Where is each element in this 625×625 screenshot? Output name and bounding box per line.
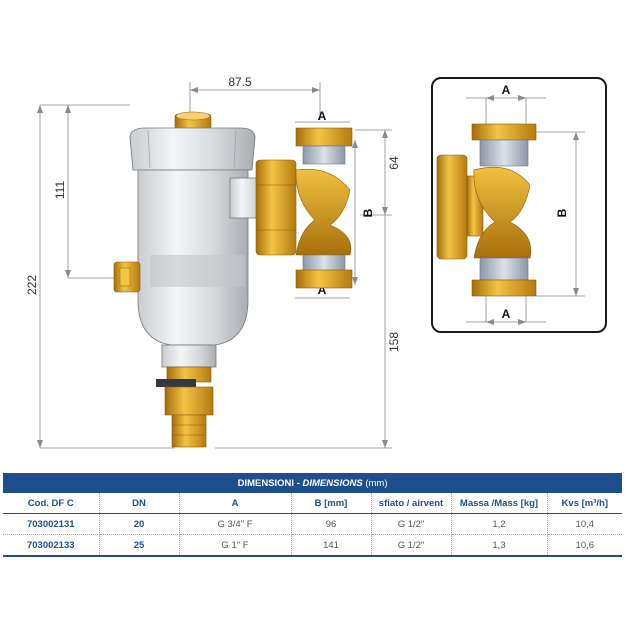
table-title: DIMENSIONI - DIMENSIONS (mm) — [3, 473, 623, 493]
table-cell: G 3/4" F — [179, 513, 292, 535]
table-cell: 20 — [99, 513, 180, 535]
table-cell: 10,6 — [547, 534, 623, 557]
dirt-separator-illustration — [113, 111, 353, 448]
table-cell: 141 — [291, 534, 372, 557]
column-header: Massa /Mass [kg] — [451, 493, 548, 514]
dimension-arrows — [37, 87, 388, 448]
dim-87-5-label: 87.5 — [228, 75, 252, 89]
table-title-italic: DIMENSIONS — [302, 477, 363, 489]
dim-111-label: 111 — [53, 181, 67, 200]
detail-a-top-label: A — [502, 83, 511, 97]
table-cell: 96 — [291, 513, 372, 535]
table-cell: 1,2 — [451, 513, 548, 535]
dimension-lines — [39, 82, 392, 449]
table-title-unit: (mm) — [362, 477, 388, 489]
table-cell: 10,4 — [547, 513, 623, 535]
detail-b-label: B — [555, 208, 569, 217]
detail-valve-illustration — [436, 123, 537, 297]
dim-158-label: 158 — [387, 332, 401, 352]
dim-a-top-label: A — [318, 109, 327, 123]
column-header: B [mm] — [291, 493, 372, 514]
table-cell: 703002131 — [3, 513, 100, 535]
dim-b-label: B — [361, 208, 375, 217]
table-cell: 25 — [99, 534, 180, 557]
detail-dimension-lines — [466, 97, 585, 323]
detail-dimension-arrows — [486, 95, 579, 325]
column-header: A — [179, 493, 292, 514]
column-header: Kvs [m³/h] — [547, 493, 623, 514]
column-header: sfiato / airvent — [371, 493, 452, 514]
dim-222-label: 222 — [25, 275, 39, 295]
table-cell: G 1" F — [179, 534, 292, 557]
table-row: 703002131 20 G 3/4" F 96 G 1/2" 1,2 10,4 — [3, 513, 623, 535]
table-cell: G 1/2" — [371, 534, 452, 557]
column-header: DN — [99, 493, 180, 514]
table-row: 703002133 25 G 1" F 141 G 1/2" 1,3 10,6 — [3, 534, 623, 557]
table-cell: G 1/2" — [371, 513, 452, 535]
detail-a-bottom-label: A — [502, 307, 511, 321]
table-title-main: DIMENSIONI - — [237, 477, 303, 489]
dim-64-label: 64 — [387, 156, 401, 170]
column-header: Cod. DF C — [3, 493, 100, 514]
dimensions-table: DIMENSIONI - DIMENSIONS (mm) Cod. DF C D… — [3, 473, 623, 557]
table-cell: 703002133 — [3, 534, 100, 557]
technical-drawing: 87.5 111 222 64 158 A A B — [25, 75, 607, 449]
dim-a-bottom-label: A — [318, 283, 327, 297]
table-cell: 1,3 — [451, 534, 548, 557]
